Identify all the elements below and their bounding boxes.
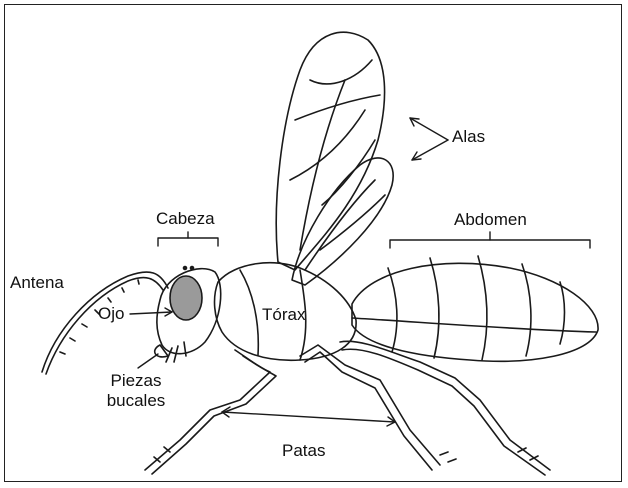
abdomen-bracket — [390, 240, 590, 248]
piezas-line — [138, 354, 158, 368]
hindwing — [292, 158, 393, 285]
label-piezas-line2: bucales — [96, 392, 176, 409]
label-piezas-bucales: Piezas bucales — [96, 372, 176, 409]
ojo-arrow — [130, 312, 172, 314]
alas-arrow-1 — [410, 118, 448, 140]
label-antena: Antena — [10, 274, 64, 291]
label-alas: Alas — [452, 128, 485, 145]
label-torax: Tórax — [262, 306, 305, 323]
label-patas: Patas — [282, 442, 325, 459]
head — [155, 267, 221, 363]
cabeza-bracket — [158, 238, 218, 246]
label-abdomen: Abdomen — [454, 211, 527, 228]
abdomen — [352, 256, 598, 361]
label-piezas-line1: Piezas — [96, 372, 176, 389]
alas-arrow-2 — [412, 140, 448, 160]
label-ojo: Ojo — [98, 305, 124, 322]
label-cabeza: Cabeza — [156, 210, 215, 227]
patas-arrow — [222, 412, 395, 422]
